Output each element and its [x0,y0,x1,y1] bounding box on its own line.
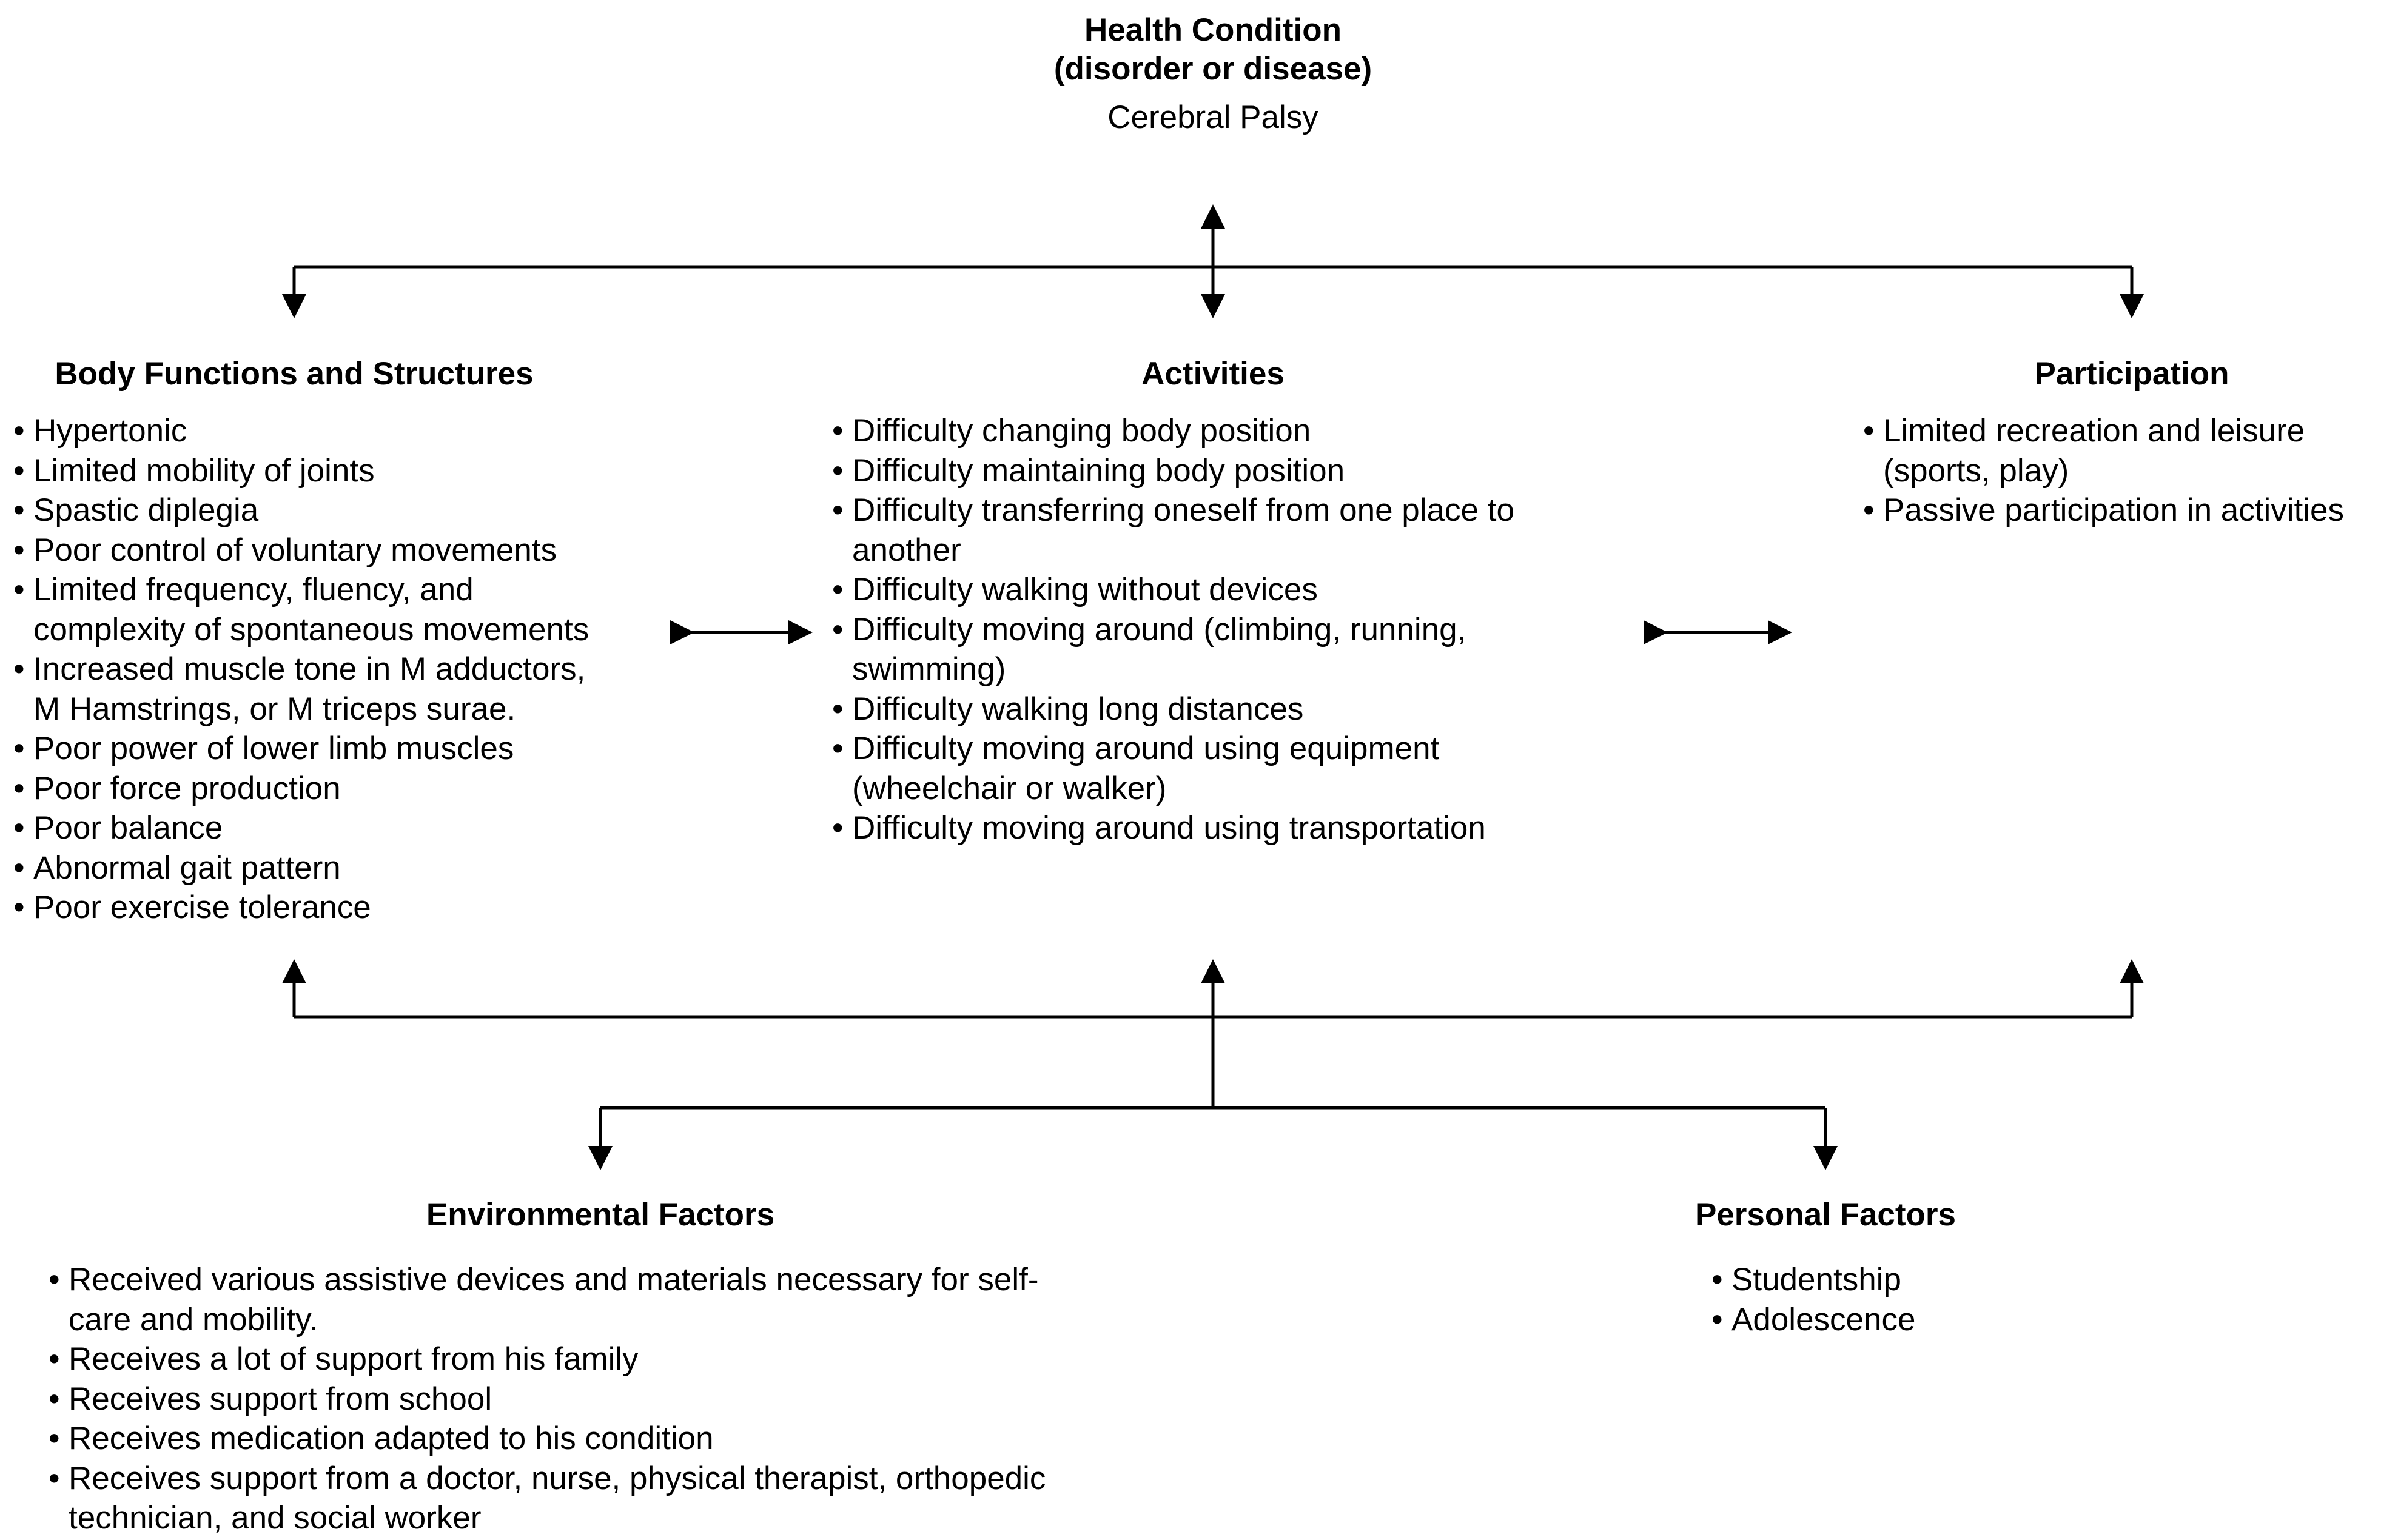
participation-title: Participation [2034,356,2229,392]
list-item-text: Difficulty moving around using transport… [852,810,1486,846]
list-item: Poor balance [13,808,589,848]
list-item-text: Poor power of lower limb muscles [33,731,514,766]
list-item: Abnormal gait pattern [13,848,589,888]
list-item-text: Studentship [1731,1262,1901,1297]
health-condition-block: Health Condition (disorder or disease) C… [910,11,1516,137]
environmental-factors-list: Received various assistive devices and m… [49,1260,1046,1538]
list-item-text: Poor force production [33,770,341,806]
list-item: Difficulty moving around using equipment… [832,729,1514,808]
list-item: Difficulty maintaining body position [832,451,1514,491]
list-item: Hypertonic [13,411,589,451]
list-item-text: Poor balance [33,810,223,846]
activities-title: Activities [1141,356,1285,392]
list-item: Passive participation in activities [1863,490,2344,531]
list-item-text: another [852,532,961,568]
list-item-text: Hypertonic [33,413,187,449]
list-item: Receives medication adapted to his condi… [49,1419,1046,1459]
list-item: Limited frequency, fluency, andcomplexit… [13,570,589,649]
personal-factors-list: StudentshipAdolescence [1711,1260,1915,1339]
list-item: Studentship [1711,1260,1915,1300]
list-item: Poor exercise tolerance [13,888,589,928]
health-condition-title-line1: Health Condition [1084,12,1342,48]
list-item-text: Passive participation in activities [1883,492,2345,528]
list-item-text: Difficulty maintaining body position [852,452,1345,489]
list-item-text: technician, and social worker [69,1500,482,1536]
list-item-text: Limited frequency, fluency, and [33,572,474,608]
list-item: Difficulty moving around using transport… [832,808,1514,848]
list-item: Limited mobility of joints [13,451,589,491]
list-item-text: Difficulty changing body position [852,413,1311,449]
list-item: Poor force production [13,769,589,809]
list-item: Poor control of voluntary movements [13,531,589,571]
participation-list: Limited recreation and leisure(sports, p… [1863,411,2344,531]
list-item-text: Abnormal gait pattern [33,849,341,886]
list-item-text: care and mobility. [69,1301,318,1337]
list-item-text: Difficulty walking without devices [852,572,1318,608]
list-item-text: complexity of spontaneous movements [33,611,589,648]
list-item: Receives support from a doctor, nurse, p… [49,1459,1046,1538]
body-functions-title: Body Functions and Structures [55,356,534,392]
personal-factors-title: Personal Factors [1694,1197,1956,1233]
list-item: Received various assistive devices and m… [49,1260,1046,1339]
list-item-text: Receives medication adapted to his condi… [69,1421,714,1456]
list-item-text: Increased muscle tone in M adductors, [33,651,586,687]
list-item: Poor power of lower limb muscles [13,729,589,769]
list-item: Difficulty walking without devices [832,570,1514,610]
list-item-text: Difficulty moving around using equipment [852,731,1440,766]
list-item-text: Limited recreation and leisure [1883,413,2305,449]
list-item-text: Receives support from a doctor, nurse, p… [69,1460,1046,1496]
list-item-text: Difficulty transferring oneself from one… [852,492,1514,528]
health-condition-title-line2: (disorder or disease) [1053,51,1372,87]
activities-list: Difficulty changing body positionDifficu… [832,411,1514,848]
list-item-text: Poor exercise tolerance [33,889,371,925]
list-item-text: swimming) [852,651,1006,687]
list-item: Difficulty moving around (climbing, runn… [832,610,1514,689]
health-condition-value: Cerebral Palsy [1107,99,1318,135]
list-item: Receives a lot of support from his famil… [49,1339,1046,1379]
list-item-text: (sports, play) [1883,452,2069,489]
list-item-text: Spastic diplegia [33,492,259,528]
list-item-text: Difficulty walking long distances [852,691,1304,727]
list-item-text: Receives support from school [69,1381,492,1417]
list-item-text: Receives a lot of support from his famil… [69,1341,639,1377]
list-item-text: M Hamstrings, or M triceps surae. [33,691,516,727]
list-item-text: Difficulty moving around (climbing, runn… [852,611,1466,648]
list-item-text: (wheelchair or walker) [852,770,1167,806]
list-item: Limited recreation and leisure(sports, p… [1863,411,2344,490]
list-item-text: Received various assistive devices and m… [69,1262,1039,1297]
list-item: Difficulty changing body position [832,411,1514,451]
list-item: Receives support from school [49,1379,1046,1419]
environmental-factors-title: Environmental Factors [426,1197,775,1233]
list-item-text: Adolescence [1731,1301,1916,1337]
list-item: Difficulty transferring oneself from one… [832,490,1514,570]
list-item: Adolescence [1711,1300,1915,1340]
body-functions-list: HypertonicLimited mobility of jointsSpas… [13,411,589,928]
list-item: Spastic diplegia [13,490,589,531]
list-item-text: Limited mobility of joints [33,452,375,489]
list-item: Difficulty walking long distances [832,689,1514,729]
list-item-text: Poor control of voluntary movements [33,532,557,568]
list-item: Increased muscle tone in M adductors, M H… [13,649,589,729]
